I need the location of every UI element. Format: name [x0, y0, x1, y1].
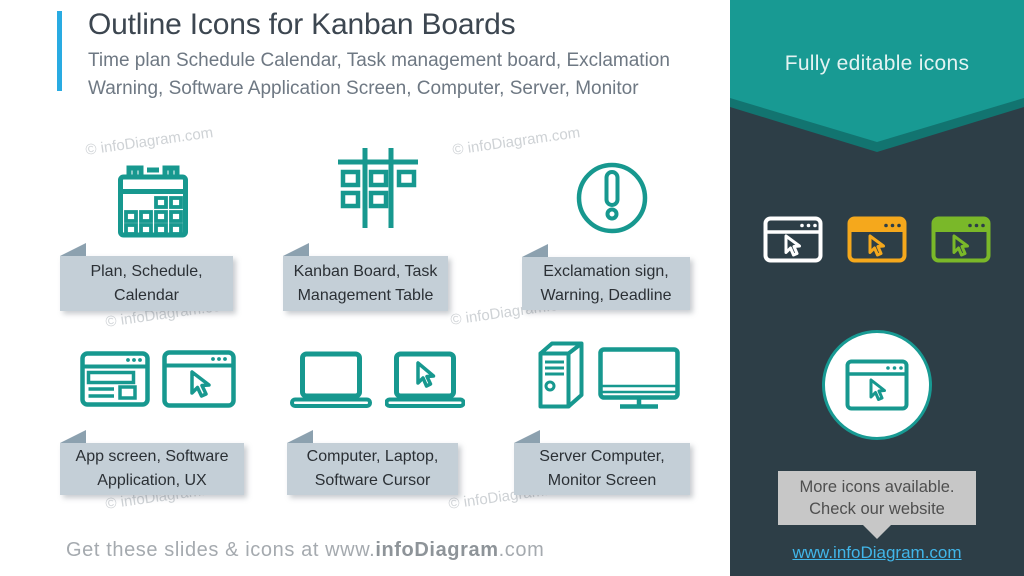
label-line-1: Server Computer,: [539, 448, 665, 465]
calendar-icon: [116, 162, 190, 240]
cursor-icon: [868, 234, 885, 257]
footer-note: Get these slides & icons at www.infoDiag…: [66, 539, 544, 562]
editable-icons-row: [730, 216, 1024, 268]
label-line-2: Calendar: [114, 286, 179, 304]
label-line-1: Plan, Schedule,: [90, 262, 203, 280]
footer-text: Get these slides & icons at www.: [66, 539, 376, 561]
label-laptop: Computer, Laptop, Software Cursor: [287, 430, 458, 495]
label-line-2: Application, UX: [97, 472, 207, 489]
laptop-cursor-icon: [385, 351, 465, 408]
sidebar-panel: Fully editable icons: [730, 0, 1024, 576]
cursor-icon: [190, 370, 211, 398]
label-fold-decoration: [514, 430, 540, 443]
label-fold-decoration: [60, 243, 86, 256]
more-icons-bubble: More icons available. Check our website: [778, 471, 976, 539]
label-server-monitor: Server Computer, Monitor Screen: [514, 430, 690, 495]
website-link[interactable]: www.infoDiagram.com: [792, 543, 962, 562]
label-line-1: Kanban Board, Task: [293, 262, 438, 280]
footer-text-suffix: .com: [498, 539, 545, 561]
watermark: © infoDiagram.com: [451, 124, 582, 159]
label-kanban-board: Kanban Board, Task Management Table: [283, 243, 448, 311]
label-line-2: Management Table: [297, 286, 434, 304]
cursor-icon: [952, 234, 969, 257]
cursor-icon: [416, 361, 436, 388]
footer-brand: infoDiagram: [375, 539, 499, 561]
label-exclamation: Exclamation sign, Warning, Deadline: [522, 244, 690, 310]
label-line-2: Monitor Screen: [547, 472, 657, 489]
label-app-screen: App screen, Software Application, UX: [60, 430, 244, 495]
website-link-container: www.infoDiagram.com: [730, 543, 1024, 563]
editable-window-icon-white: [763, 216, 823, 268]
label-line-2: Warning, Deadline: [540, 286, 672, 304]
editable-window-icon-orange: [847, 216, 907, 268]
badge-window-icon: [845, 359, 909, 411]
label-fold-decoration: [287, 430, 313, 443]
subtitle-line-2: Warning, Software Application Screen, Co…: [88, 78, 639, 99]
banner-ribbon: [730, 0, 1024, 152]
label-line-2: Software Cursor: [314, 472, 431, 489]
cursor-icon: [869, 378, 886, 401]
bubble-line-2: Check our website: [809, 500, 945, 518]
icon-badge-circle: [822, 330, 932, 440]
monitor-icon: [598, 347, 680, 409]
label-line-1: App screen, Software: [75, 448, 229, 465]
title-accent-bar: [57, 11, 62, 91]
server-tower-icon: [538, 341, 584, 409]
label-fold-decoration: [283, 243, 309, 256]
app-window-cursor-icon: [162, 350, 236, 408]
subtitle-line-1: Time plan Schedule Calendar, Task manage…: [88, 50, 670, 71]
bubble-line-1: More icons available.: [799, 478, 955, 496]
laptop-icon: [290, 351, 372, 408]
label-fold-decoration: [522, 244, 548, 257]
label-line-1: Computer, Laptop,: [306, 448, 439, 465]
page-subtitle: Time plan Schedule Calendar, Task manage…: [88, 47, 670, 103]
editable-window-icon-green: [931, 216, 991, 268]
kanban-board-icon: [335, 145, 421, 231]
label-calendar: Plan, Schedule, Calendar: [60, 243, 233, 311]
page-title: Outline Icons for Kanban Boards: [88, 8, 516, 41]
bubble-pointer: [863, 525, 891, 539]
cursor-icon: [784, 234, 801, 257]
label-line-1: Exclamation sign,: [543, 262, 669, 280]
exclamation-icon: [575, 161, 649, 235]
banner-label: Fully editable icons: [784, 52, 970, 75]
app-window-content-icon: [80, 351, 150, 407]
watermark: © infoDiagram.com: [84, 124, 215, 159]
label-fold-decoration: [60, 430, 86, 443]
